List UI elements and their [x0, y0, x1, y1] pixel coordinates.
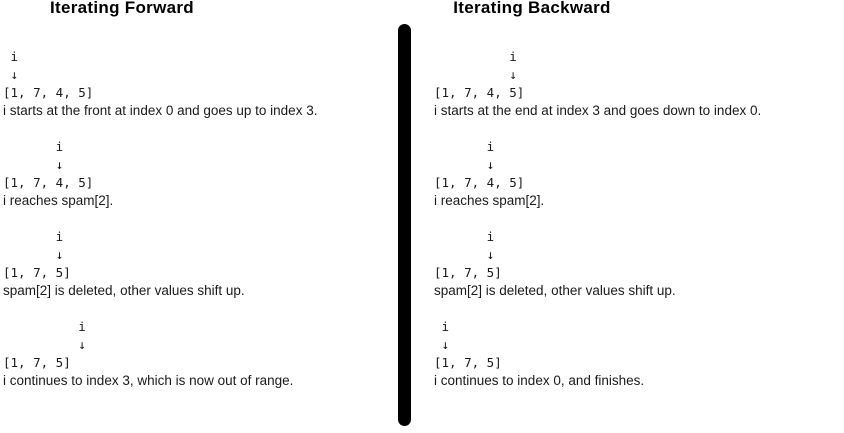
pointer-diagram: i ↓ [1, 7, 5] — [434, 229, 502, 280]
step-caption: i reaches spam[2]. — [434, 193, 545, 208]
step-caption: i continues to index 3, which is now out… — [3, 373, 294, 388]
forward-column-title: Iterating Forward — [50, 0, 194, 17]
pointer-diagram: i ↓ [1, 7, 4, 5] — [3, 49, 94, 100]
backward-step-4: i ↓ [1, 7, 5] i continues to index 0, an… — [434, 318, 644, 390]
step-caption: spam[2] is deleted, other values shift u… — [434, 283, 676, 298]
pointer-diagram: i ↓ [1, 7, 4, 5] — [434, 49, 525, 100]
forward-step-1: i ↓ [1, 7, 4, 5] i starts at the front a… — [3, 48, 317, 120]
pointer-diagram: i ↓ [1, 7, 4, 5] — [3, 139, 94, 190]
step-caption: i starts at the end at index 3 and goes … — [434, 103, 762, 118]
step-caption: i starts at the front at index 0 and goe… — [3, 103, 318, 118]
pointer-diagram: i ↓ [1, 7, 4, 5] — [434, 139, 525, 190]
step-caption: i reaches spam[2]. — [3, 193, 114, 208]
backward-step-2: i ↓ [1, 7, 4, 5] i reaches spam[2]. — [434, 138, 544, 210]
step-caption: i continues to index 0, and finishes. — [434, 373, 645, 388]
backward-column-title: Iterating Backward — [453, 0, 611, 17]
forward-step-3: i ↓ [1, 7, 5] spam[2] is deleted, other … — [3, 228, 245, 300]
backward-step-3: i ↓ [1, 7, 5] spam[2] is deleted, other … — [434, 228, 676, 300]
pointer-diagram: i ↓ [1, 7, 5] — [434, 319, 502, 370]
forward-step-2: i ↓ [1, 7, 4, 5] i reaches spam[2]. — [3, 138, 113, 210]
column-divider-bar — [398, 24, 411, 426]
pointer-diagram: i ↓ [1, 7, 5] — [3, 319, 86, 370]
backward-step-1: i ↓ [1, 7, 4, 5] i starts at the end at … — [434, 48, 761, 120]
pointer-diagram: i ↓ [1, 7, 5] — [3, 229, 71, 280]
forward-step-4: i ↓ [1, 7, 5] i continues to index 3, wh… — [3, 318, 293, 390]
step-caption: spam[2] is deleted, other values shift u… — [3, 283, 245, 298]
